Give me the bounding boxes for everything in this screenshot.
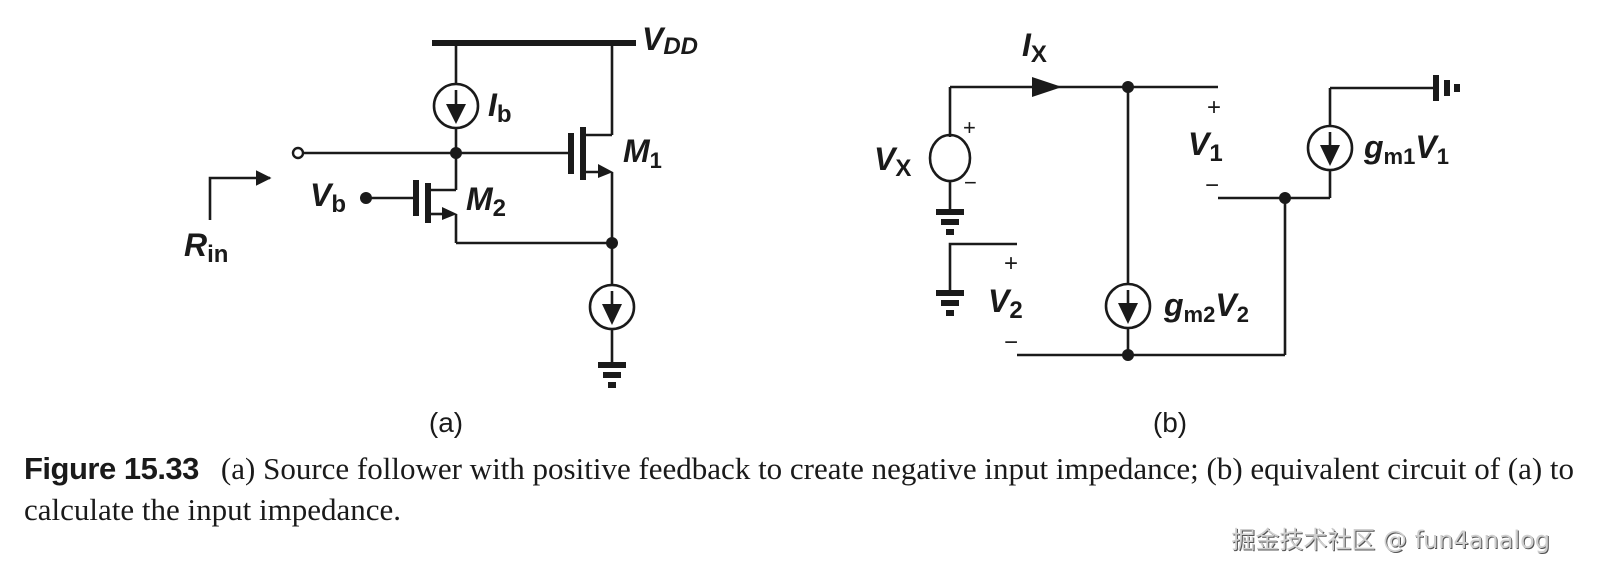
figure-caption: Figure 15.33(a) Source follower with pos…	[24, 448, 1604, 530]
vx-minus: −	[964, 170, 977, 195]
v2-plus: +	[1004, 250, 1018, 277]
v2-minus: −	[1004, 329, 1018, 356]
rin-arrow-icon	[208, 170, 272, 220]
figure-schematics: VDD Ib M1	[184, 21, 1460, 438]
transistor-m2-icon	[413, 180, 458, 243]
current-source-gm2-icon	[1104, 282, 1152, 330]
gm1v1-label: gm1V1	[1363, 129, 1449, 169]
vx-label: VX	[874, 141, 911, 182]
vdd-label: VDD	[642, 21, 698, 60]
v2-label: V2	[988, 283, 1023, 324]
caption-text: (a) Source follower with positive feedba…	[24, 451, 1575, 527]
rin-label: Rin	[184, 227, 228, 268]
ix-label: IX	[1022, 27, 1047, 68]
current-source-gm1-icon	[1306, 124, 1354, 172]
ground-icon	[936, 290, 964, 316]
watermark: 掘金技术社区 @ fun4analog	[1231, 526, 1550, 554]
circuit-b: + − VX IX + V1 −	[874, 27, 1460, 438]
ground-icon	[1433, 75, 1460, 101]
gm2v2-label: gm2V2	[1163, 287, 1249, 327]
m2-label: M2	[466, 181, 506, 222]
transistor-m1-icon	[568, 43, 614, 243]
v1-plus: +	[1207, 94, 1221, 121]
junction-dot	[1122, 349, 1134, 361]
input-terminal	[291, 146, 305, 160]
m1-label: M1	[623, 133, 662, 173]
v1-minus: −	[1205, 172, 1219, 199]
ib-label: Ib	[488, 87, 512, 128]
panel-b-label: (b)	[1153, 407, 1187, 438]
figure-number: Figure 15.33	[24, 451, 199, 486]
current-arrow-icon	[1032, 77, 1062, 97]
current-source-ib-icon	[432, 82, 480, 130]
panel-a-label: (a)	[429, 407, 463, 438]
v1-label: V1	[1188, 126, 1223, 167]
current-source-tail-icon	[588, 283, 636, 331]
vx-plus: +	[963, 115, 976, 140]
wire	[948, 242, 1017, 292]
circuit-a: VDD Ib M1	[184, 21, 698, 438]
ground-icon	[598, 362, 626, 388]
vb-label: Vb	[310, 177, 346, 218]
ground-icon	[936, 209, 964, 235]
